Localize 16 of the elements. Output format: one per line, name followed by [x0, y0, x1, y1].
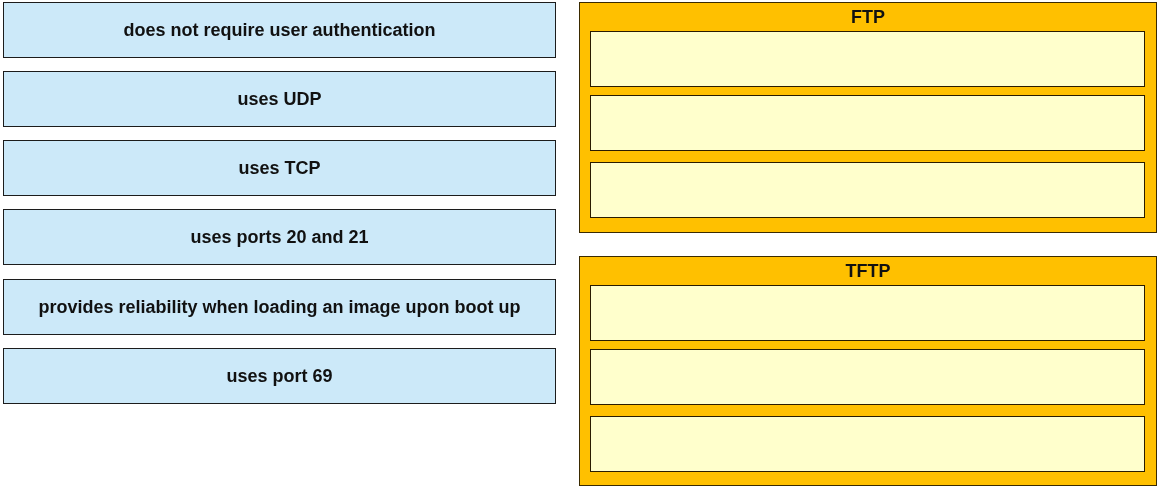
answer-option: uses TCP [3, 140, 556, 196]
answer-option: uses UDP [3, 71, 556, 127]
answer-box [590, 95, 1145, 151]
answer-option: provides reliability when loading an image upon boot up [3, 279, 556, 335]
answer-option: uses port 69 [3, 348, 556, 404]
category-panel [579, 256, 1157, 486]
answer-box [590, 349, 1145, 405]
answer-option: does not require user authentication [3, 2, 556, 58]
answer-box [590, 285, 1145, 341]
category-panel [579, 2, 1157, 233]
panel-title: FTP [850, 7, 886, 27]
panel-title: TFTP [844, 261, 892, 281]
answer-option: uses ports 20 and 21 [3, 209, 556, 265]
answer-box [590, 31, 1145, 87]
answer-box [590, 416, 1145, 472]
answer-box [590, 162, 1145, 218]
